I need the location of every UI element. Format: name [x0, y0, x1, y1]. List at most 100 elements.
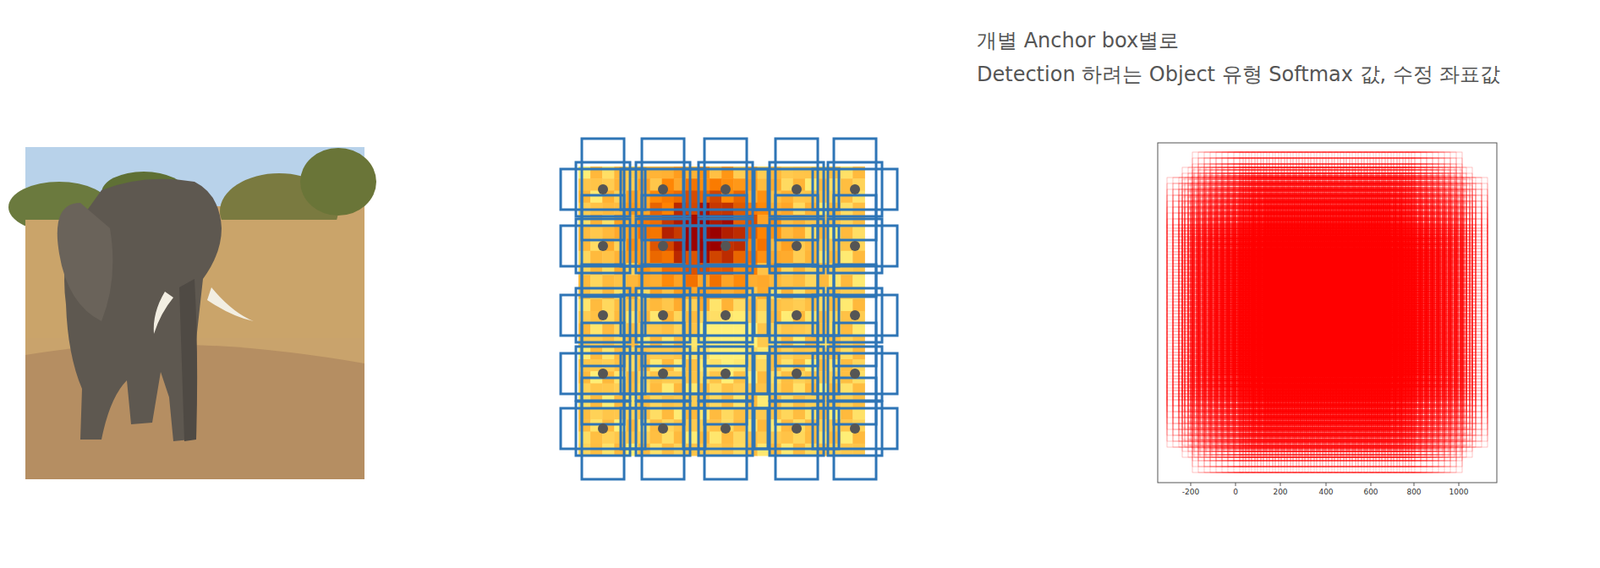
- heat-cell: [650, 323, 664, 336]
- heat-cell: [650, 251, 664, 264]
- heat-cell: [578, 178, 592, 192]
- heat-cell: [733, 226, 746, 240]
- heat-cell: [852, 226, 866, 240]
- heat-cell: [578, 432, 592, 445]
- heat-cell: [793, 274, 806, 288]
- heat-cell: [590, 226, 603, 240]
- heat-cell: [793, 323, 806, 336]
- heat-cell: [578, 299, 592, 313]
- heat-cell: [602, 274, 615, 288]
- heat-cell: [852, 274, 866, 288]
- heat-cell: [793, 299, 806, 313]
- heat-cell: [685, 359, 699, 373]
- heat-cell: [602, 299, 615, 313]
- anchor-center: [849, 368, 861, 379]
- heat-cell: [685, 371, 699, 384]
- heat-cell: [685, 251, 699, 264]
- heat-cell: [709, 226, 723, 240]
- heat-cell: [650, 299, 664, 313]
- heat-cell: [685, 419, 699, 433]
- heat-cell: [602, 323, 615, 336]
- anchor-center: [849, 184, 861, 195]
- heat-cell: [781, 299, 795, 313]
- anchor-center: [657, 368, 669, 379]
- anchor-center: [720, 368, 731, 379]
- heat-cell: [662, 299, 675, 313]
- heat-cell: [709, 419, 723, 433]
- heat-cell: [602, 251, 615, 264]
- heat-cell: [709, 299, 723, 313]
- heat-cell: [709, 432, 723, 445]
- heat-cell: [662, 251, 675, 264]
- anchor-center: [597, 241, 609, 252]
- heat-cell: [578, 226, 592, 240]
- heat-cell: [590, 432, 603, 445]
- heat-cell: [709, 251, 723, 264]
- heat-cell: [805, 251, 818, 264]
- heat-cell: [590, 299, 603, 313]
- heat-cell: [852, 299, 866, 313]
- anchor-center: [597, 184, 609, 195]
- heat-cell: [733, 299, 746, 313]
- heat-cell: [852, 251, 866, 264]
- anchor-center: [791, 368, 802, 379]
- heat-cell: [662, 274, 675, 288]
- heat-cell: [662, 323, 675, 336]
- heat-cell: [733, 274, 746, 288]
- anchor-center: [720, 310, 731, 321]
- elephant-photo: [8, 147, 377, 480]
- heat-cell: [781, 191, 795, 204]
- heat-cell: [733, 178, 746, 192]
- heat-cell: [721, 323, 735, 336]
- anchor-center: [597, 368, 609, 379]
- heat-cell: [840, 251, 854, 264]
- heat-cell: [650, 432, 664, 445]
- anchor-center: [657, 184, 669, 195]
- anchor-center: [720, 184, 731, 195]
- heat-cell: [685, 299, 699, 313]
- anchor-center: [597, 310, 609, 321]
- heat-cell: [805, 432, 818, 445]
- heat-cell: [733, 251, 746, 264]
- heat-cell: [638, 274, 652, 288]
- heat-cell: [721, 432, 735, 445]
- heat-cell: [685, 239, 699, 253]
- all-anchor-boxes: [1167, 152, 1488, 473]
- heat-cell: [781, 419, 795, 433]
- heat-cell: [602, 226, 615, 240]
- anchor-center: [657, 241, 669, 252]
- anchor-center: [720, 241, 731, 252]
- heat-cell: [721, 274, 735, 288]
- heat-cell: [685, 178, 699, 192]
- heat-cell: [757, 335, 771, 349]
- heat-cell: [685, 226, 699, 240]
- heat-cell: [781, 226, 795, 240]
- anchor-center: [720, 423, 731, 434]
- heat-cell: [805, 191, 818, 204]
- anchor-center: [849, 423, 861, 434]
- heat-cell: [578, 323, 592, 336]
- heat-cell: [793, 432, 806, 445]
- heat-cell: [733, 323, 746, 336]
- heat-cell: [840, 432, 854, 445]
- heat-cell: [805, 299, 818, 313]
- heat-cell: [685, 191, 699, 204]
- heat-cell: [662, 226, 675, 240]
- anchor-center: [849, 241, 861, 252]
- heat-cell: [685, 323, 699, 336]
- heat-cell: [757, 395, 771, 409]
- heat-cell: [805, 323, 818, 336]
- anchor-center: [657, 423, 669, 434]
- heat-cell: [793, 251, 806, 264]
- anchor-center: [597, 423, 609, 434]
- anchor-center: [657, 310, 669, 321]
- heat-cell: [805, 226, 818, 240]
- heat-cell: [733, 191, 746, 204]
- heat-cell: [852, 323, 866, 336]
- heat-cell: [721, 251, 735, 264]
- heat-cell: [650, 274, 664, 288]
- anchor-center: [791, 310, 802, 321]
- heat-cell: [781, 432, 795, 445]
- heat-cell: [578, 419, 592, 433]
- heat-cell: [709, 178, 723, 192]
